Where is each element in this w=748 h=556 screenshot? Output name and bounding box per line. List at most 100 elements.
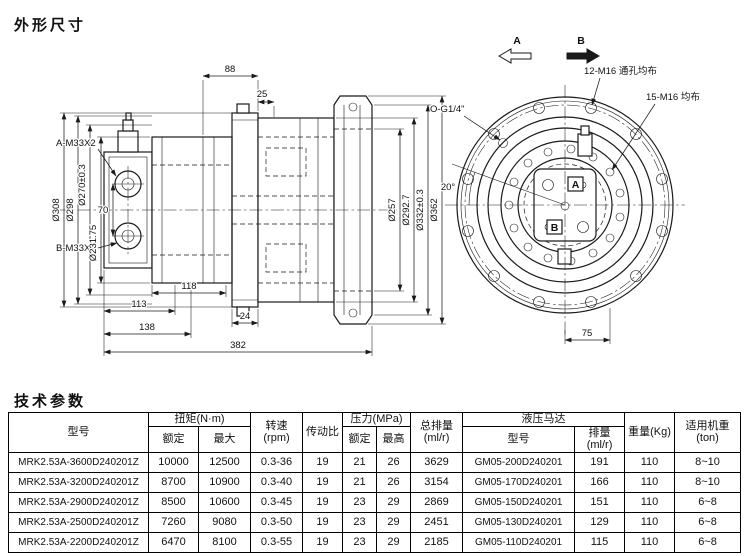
cell-pressure_rated: 21 [342, 471, 378, 493]
cell-motor_model: GM05-150D240201 [462, 491, 576, 513]
cell-ratio: 19 [302, 451, 344, 473]
dim-70-label: 70 [98, 205, 109, 216]
drain-port-circle [498, 138, 508, 148]
side-view-dimensions: 88 25 113 24 138 382 118 70 A-M33X2 B-M3… [50, 63, 446, 356]
cell-motor_displacement: 191 [574, 451, 626, 473]
col-header-torque: 扭矩(N·m) [147, 412, 252, 427]
dia-231-label: Ø231.75 [88, 225, 99, 261]
cell-pressure_rated: 23 [342, 531, 378, 553]
cell-pressure_max: 29 [376, 531, 412, 553]
cell-weight: 110 [624, 451, 676, 473]
cell-weight: 110 [624, 531, 676, 553]
cell-model: MRK2.53A-2900D240201Z [8, 491, 149, 513]
cell-pressure_max: 29 [376, 511, 412, 533]
cell-speed: 0.3-36 [250, 451, 304, 473]
col-header-pressure: 压力(MPa) [342, 412, 412, 427]
col-header-speed-line2: (rpm) [263, 432, 290, 445]
brake-valve [117, 130, 139, 153]
dia-270-label: Ø270±0.3 [77, 164, 88, 206]
direction-b-label: B [577, 35, 585, 47]
cell-machine_weight: 6~8 [674, 491, 742, 513]
dim-25-label: 25 [257, 89, 268, 100]
cell-pressure_rated: 21 [342, 451, 378, 473]
cell-model: MRK2.53A-3600D240201Z [8, 451, 149, 473]
col-header-displacement-line2: (ml/r) [423, 432, 450, 445]
relief-valve-top [577, 133, 593, 157]
port-b-box [546, 219, 563, 235]
cell-ratio: 19 [302, 531, 344, 553]
port-a-box [567, 176, 584, 192]
cell-model: MRK2.53A-3200D240201Z [8, 471, 149, 493]
cell-torque_rated: 8700 [148, 471, 199, 493]
col-header-pressure-max: 最高 [376, 425, 412, 453]
dim-24-label: 24 [240, 311, 251, 322]
spec-table-head: 型号 扭矩(N·m) 转速 (rpm) 传动比 压力(MPa) 总排量 (ml/… [8, 412, 742, 453]
valve-stub-bottom [557, 248, 572, 265]
cell-ratio: 19 [302, 511, 344, 533]
port-a-thread-label: A-M33X2 [56, 138, 96, 149]
cell-torque_max: 12500 [197, 451, 252, 473]
col-header-motor-model: 型号 [462, 425, 576, 453]
dim-113-label: 113 [131, 299, 146, 310]
dim-138-label: 138 [139, 322, 155, 333]
flange-bolt-bottom [236, 306, 250, 317]
cell-speed: 0.3-50 [250, 511, 304, 533]
cell-pressure_rated: 23 [342, 511, 378, 533]
col-header-ratio: 传动比 [302, 412, 344, 453]
cell-model: MRK2.53A-2200D240201Z [8, 531, 149, 553]
direction-a-arrow-icon [498, 48, 532, 64]
spec-table: 型号 扭矩(N·m) 转速 (rpm) 传动比 压力(MPa) 总排量 (ml/… [8, 412, 742, 553]
cell-torque_rated: 10000 [148, 451, 199, 473]
cell-torque_rated: 7260 [148, 511, 199, 533]
col-header-torque-max: 最大 [197, 425, 252, 453]
cell-machine_weight: 8~10 [674, 471, 742, 493]
cell-weight: 110 [624, 471, 676, 493]
direction-b-arrow-icon [566, 48, 600, 64]
flange-bolt-top [236, 103, 250, 114]
dia-362-label: Ø362 [429, 198, 440, 221]
dim-75-label: 75 [582, 328, 593, 339]
angle-20-label: 20° [441, 182, 456, 193]
cell-total_displacement: 2869 [410, 491, 464, 513]
cell-total_displacement: 3154 [410, 471, 464, 493]
cell-speed: 0.3-45 [250, 491, 304, 513]
cell-model: MRK2.53A-2500D240201Z [8, 511, 149, 533]
cell-torque_max: 10600 [197, 491, 252, 513]
port-a-box-label: A [572, 179, 580, 191]
col-header-speed-line1: 转速 [265, 419, 288, 432]
cell-machine_weight: 6~8 [674, 511, 742, 533]
cell-torque_max: 8100 [197, 531, 252, 553]
col-header-hydraulic-motor: 液压马达 [462, 412, 626, 427]
inner-bolt-note: 15-M16 均布 [646, 91, 700, 103]
front-view: A B [445, 85, 685, 335]
cell-weight: 110 [624, 491, 676, 513]
cell-total_displacement: 2185 [410, 531, 464, 553]
cell-torque_rated: 8500 [148, 491, 199, 513]
cell-pressure_max: 26 [376, 471, 412, 493]
cell-pressure_max: 29 [376, 491, 412, 513]
dia-292-label: Ø292.7 [401, 194, 412, 225]
outer-bolt-note: 12-M16 通孔均布 [584, 65, 657, 77]
cell-torque_max: 9080 [197, 511, 252, 533]
col-header-total-displacement: 总排量 (ml/r) [410, 412, 464, 453]
cell-torque_rated: 6470 [148, 531, 199, 553]
col-header-torque-rated: 额定 [148, 425, 199, 453]
cell-motor_displacement: 115 [574, 531, 626, 553]
planet-gear-top [265, 147, 307, 177]
cell-ratio: 19 [302, 491, 344, 513]
col-header-machine-weight: 适用机重(ton) [674, 412, 742, 453]
dim-88-label: 88 [225, 64, 236, 75]
cell-weight: 110 [624, 511, 676, 533]
dimensions-section-title: 外形尺寸 [14, 17, 87, 34]
drain-port-label: O-G1/4" [430, 104, 465, 115]
cell-torque_max: 10900 [197, 471, 252, 493]
dia-332-label: Ø332±0.3 [415, 189, 426, 231]
port-b-thread-label: B-M33X2 [56, 243, 96, 254]
col-header-pressure-rated: 额定 [342, 425, 378, 453]
cap-bolt-bottom [348, 308, 358, 318]
cell-speed: 0.3-55 [250, 531, 304, 553]
